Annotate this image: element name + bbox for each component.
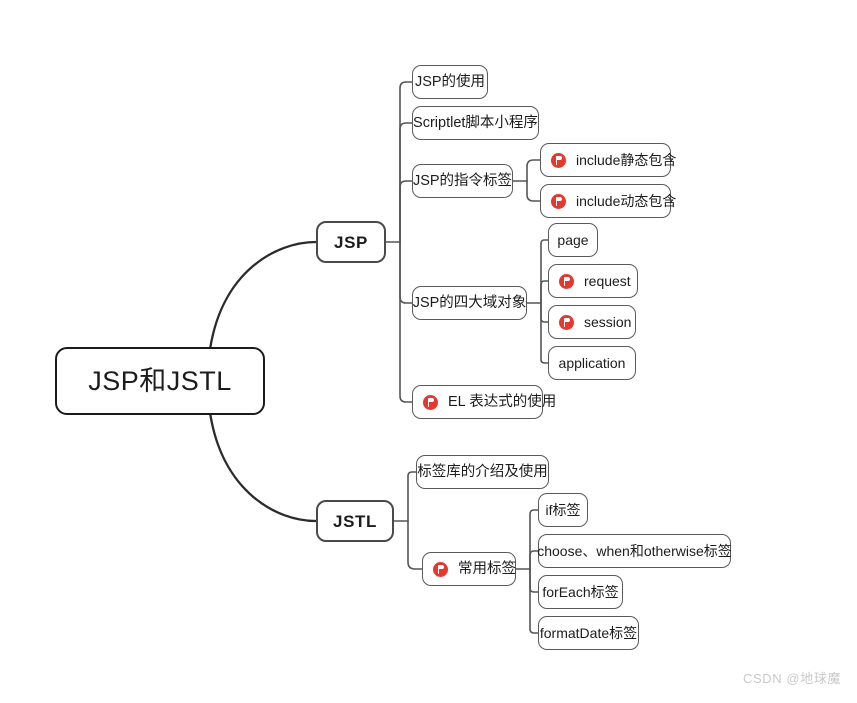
node-scope-application[interactable]: application xyxy=(548,346,636,380)
flag-icon xyxy=(551,193,566,209)
flag-icon xyxy=(559,273,574,289)
node-label: application xyxy=(558,355,626,371)
root-label: JSP和JSTL xyxy=(88,365,232,396)
node-label: Scriptlet脚本小程序 xyxy=(413,114,538,131)
node-jsp-directive-tags[interactable]: JSP的指令标签 xyxy=(412,164,513,198)
node-label: forEach标签 xyxy=(542,584,619,600)
node-scope-session[interactable]: session xyxy=(548,305,636,339)
node-label: include静态包含 xyxy=(576,152,677,168)
node-include-static[interactable]: include静态包含 xyxy=(540,143,676,177)
branch-node-jsp[interactable]: JSP xyxy=(316,221,386,263)
node-label: JSP的使用 xyxy=(414,73,486,90)
branch-label: JSP xyxy=(334,232,368,252)
node-label: 常用标签 xyxy=(458,560,516,577)
node-if-tag[interactable]: if标签 xyxy=(538,493,588,527)
node-choose-when-otherwise-tag[interactable]: choose、when和otherwise标签 xyxy=(537,534,732,568)
flag-icon xyxy=(433,561,448,577)
node-scriptlet[interactable]: Scriptlet脚本小程序 xyxy=(412,106,539,140)
node-el-expression[interactable]: EL 表达式的使用 xyxy=(412,385,556,419)
node-label: page xyxy=(557,232,589,248)
node-label: 标签库的介绍及使用 xyxy=(417,463,548,480)
branch-label: JSTL xyxy=(333,511,377,531)
node-taglib-intro[interactable]: 标签库的介绍及使用 xyxy=(416,455,549,489)
node-common-tags[interactable]: 常用标签 xyxy=(422,552,516,586)
node-label: JSP的四大域对象 xyxy=(412,294,527,311)
node-jsp-four-scopes[interactable]: JSP的四大域对象 xyxy=(412,286,527,320)
node-label: choose、when和otherwise标签 xyxy=(537,543,732,559)
node-label: EL 表达式的使用 xyxy=(448,393,557,410)
node-scope-request[interactable]: request xyxy=(548,264,638,298)
node-label: request xyxy=(584,273,631,289)
flag-icon xyxy=(423,394,438,410)
node-label: JSP的指令标签 xyxy=(412,172,513,189)
node-include-dynamic[interactable]: include动态包含 xyxy=(540,184,676,218)
node-foreach-tag[interactable]: forEach标签 xyxy=(538,575,623,609)
node-scope-page[interactable]: page xyxy=(548,223,598,257)
node-label: if标签 xyxy=(545,502,581,518)
node-jsp-usage[interactable]: JSP的使用 xyxy=(412,65,488,99)
mindmap-root-node[interactable]: JSP和JSTL xyxy=(55,347,265,415)
flag-icon xyxy=(559,314,574,330)
flag-icon xyxy=(551,152,566,168)
node-formatdate-tag[interactable]: formatDate标签 xyxy=(538,616,639,650)
node-label: session xyxy=(584,314,632,330)
branch-node-jstl[interactable]: JSTL xyxy=(316,500,394,542)
csdn-watermark: CSDN @地球魔 xyxy=(742,671,841,686)
node-label: formatDate标签 xyxy=(539,625,638,641)
node-label: include动态包含 xyxy=(576,193,677,209)
